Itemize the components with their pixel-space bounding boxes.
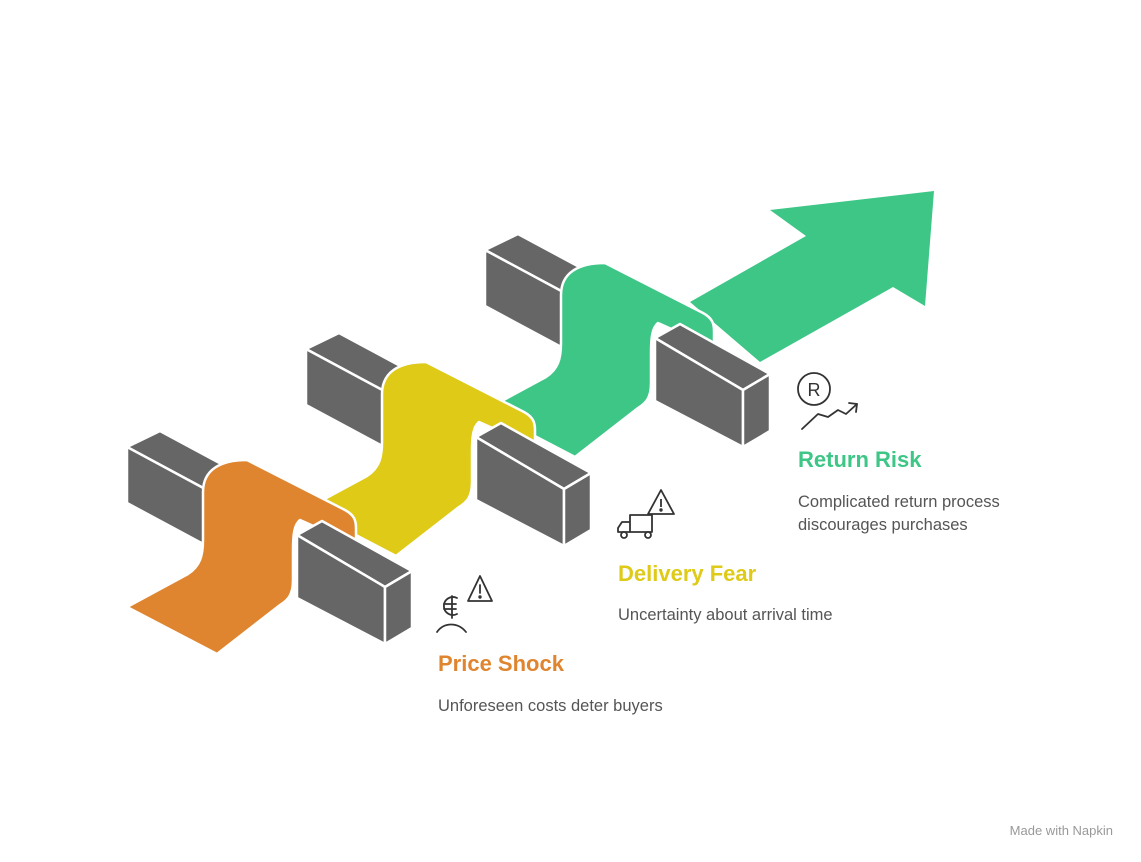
delivery-fear-title: Delivery Fear: [618, 561, 757, 586]
svg-text:R: R: [808, 380, 821, 400]
price-shock-description: Unforeseen costs deter buyers: [438, 697, 663, 715]
euro-person-warning-icon: [436, 575, 493, 633]
return-risk-description: Complicated return process discourages p…: [798, 493, 1000, 534]
napkin-watermark: Made with Napkin: [1009, 823, 1113, 838]
return-risk-title: Return Risk: [798, 447, 922, 472]
price-shock-title: Price Shock: [438, 651, 564, 676]
delivery-fear-description: Uncertainty about arrival time: [618, 606, 833, 624]
arrow-head: [690, 191, 934, 362]
truck-warning-icon: [617, 489, 675, 539]
registered-trend-icon: R: [797, 372, 858, 430]
